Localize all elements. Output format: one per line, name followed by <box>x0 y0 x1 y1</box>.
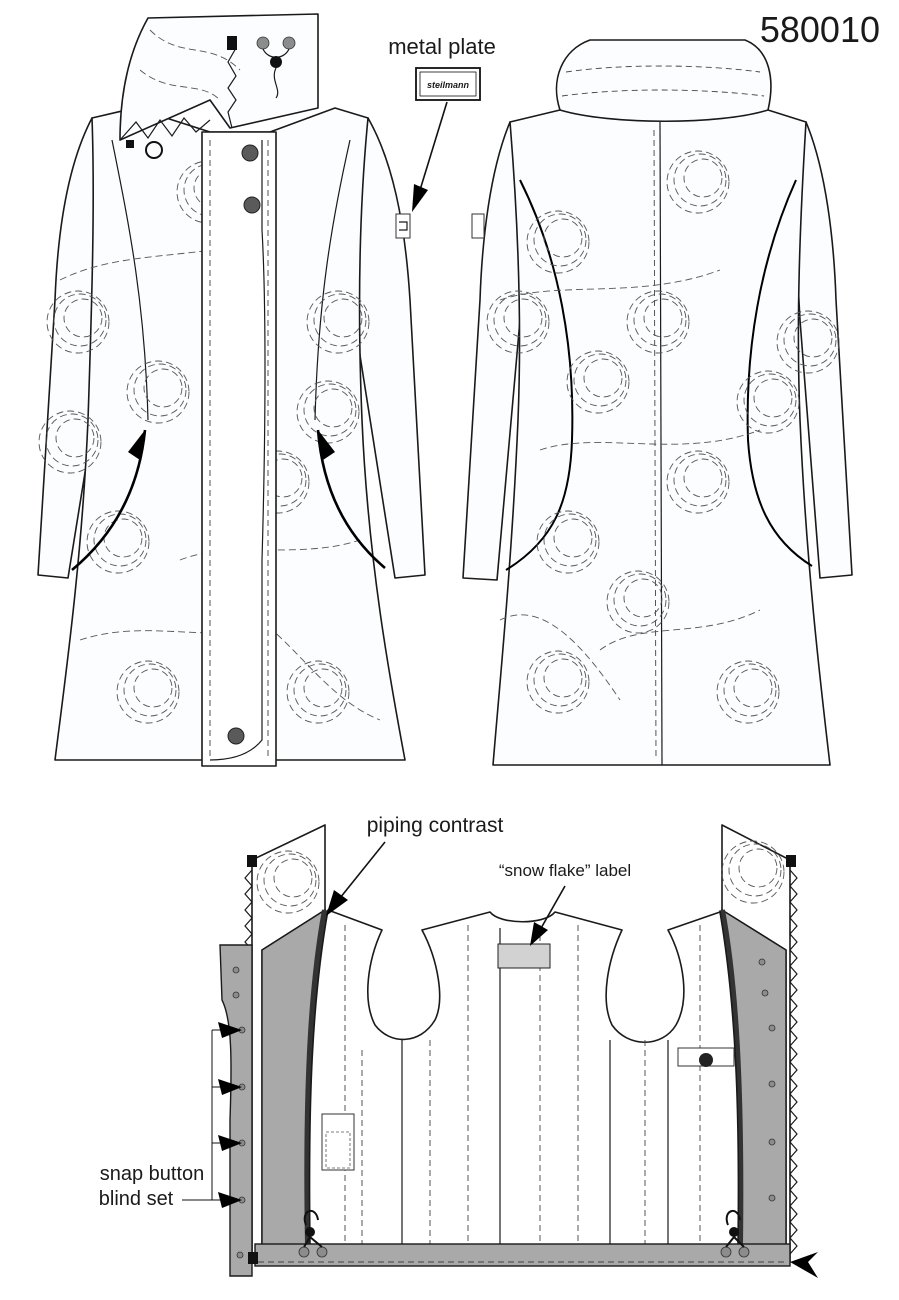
snap-dot <box>232 991 240 999</box>
snow-flake-label: “snow flake” label <box>499 861 631 880</box>
front-button <box>227 727 245 745</box>
piping-contrast-callout: piping contrast <box>326 814 503 916</box>
snap-button-callout: snap button blind set <box>99 1022 242 1210</box>
snap-dot <box>236 1251 244 1259</box>
front-left-pocket-opening <box>71 429 147 571</box>
hem-facing <box>254 1243 791 1267</box>
collar-eyelet <box>282 36 296 50</box>
right-piping <box>719 909 744 1246</box>
snap-button-label-line1: snap button <box>100 1163 205 1185</box>
front-view <box>37 13 426 767</box>
piping-contrast-label: piping contrast <box>367 814 504 837</box>
collar-zigzag-trim <box>119 117 211 141</box>
back-quilting-pattern <box>486 150 840 724</box>
back-metal-plate <box>471 213 485 239</box>
metal-plate-callout: metal plate steilmann <box>388 34 496 212</box>
snap-dot <box>768 1024 776 1032</box>
inside-view <box>219 824 818 1278</box>
back-right-sleeve <box>791 121 853 579</box>
back-view <box>462 39 853 766</box>
right-zigzag-edge <box>789 869 798 1255</box>
metal-plate-label: metal plate <box>388 34 496 59</box>
metal-plate-brand: steilmann <box>427 80 470 90</box>
back-collar <box>555 39 772 122</box>
left-hem-drawcord <box>298 1210 328 1258</box>
collar-eyelet <box>256 36 270 50</box>
snap-dot <box>758 958 766 966</box>
collar-loop <box>145 141 163 159</box>
snap-dot <box>761 989 769 997</box>
center-back-seam <box>659 121 663 766</box>
front-right-princess-seam <box>314 139 351 421</box>
back-right-panel-seam <box>746 179 813 567</box>
hem-arrow <box>790 1252 818 1278</box>
metal-plate-on-sleeve <box>395 213 411 239</box>
right-pocket-arrow <box>318 430 335 460</box>
snap-dot <box>768 1194 776 1202</box>
metal-plate-detail <box>415 67 481 101</box>
front-left-princess-seam <box>111 139 149 421</box>
right-hem-drawcord <box>720 1210 750 1258</box>
snap-dot <box>768 1138 776 1146</box>
snow-flake-callout: “snow flake” label <box>499 861 631 946</box>
style-number: 580010 <box>760 9 880 50</box>
left-pocket-arrow <box>128 430 145 460</box>
snow-flake-label-patch <box>497 943 551 969</box>
front-placket <box>201 131 277 767</box>
front-right-pocket-opening <box>316 429 386 569</box>
metal-plate-arrow <box>412 184 428 212</box>
inside-pocket-button <box>699 1053 713 1067</box>
inside-pocket <box>321 1113 355 1171</box>
snap-button-label-line2: blind set <box>99 1188 174 1210</box>
front-button <box>241 144 259 162</box>
back-left-sleeve <box>462 121 529 581</box>
front-button <box>243 196 261 214</box>
left-piping <box>304 909 328 1246</box>
snap-dot <box>232 966 240 974</box>
cord-stopper <box>270 56 282 68</box>
back-left-panel-seam <box>505 179 574 571</box>
collar-tab <box>227 36 237 50</box>
snap-dot <box>768 1080 776 1088</box>
